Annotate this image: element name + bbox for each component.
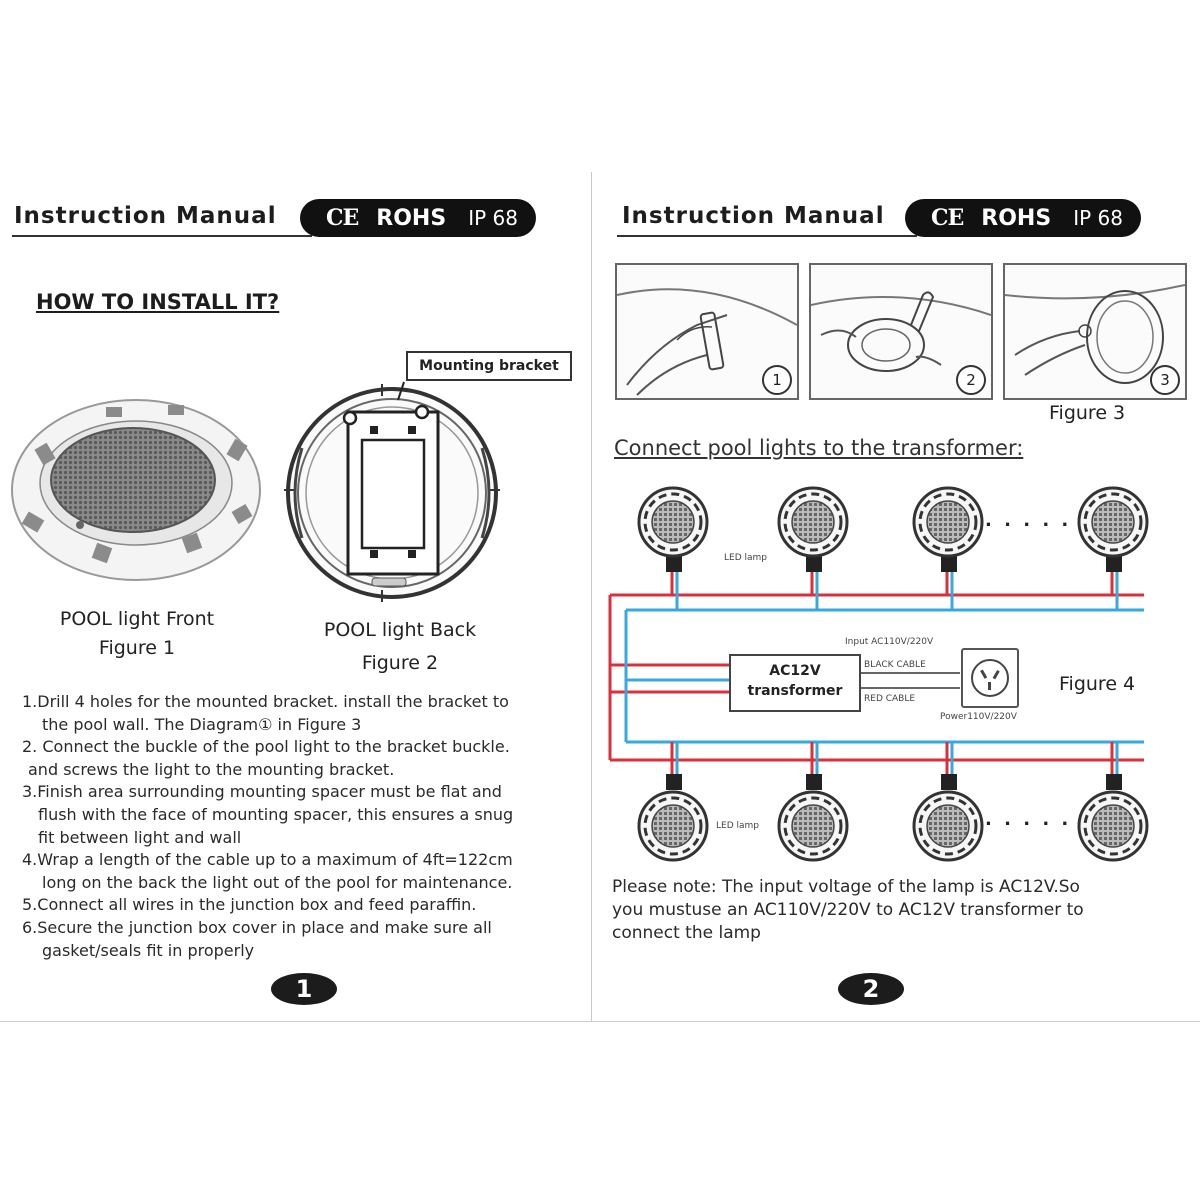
rohs-mark: ROHS bbox=[376, 205, 447, 231]
note-line: connect the lamp bbox=[612, 923, 761, 943]
note-line: Please note: The input voltage of the la… bbox=[612, 877, 1080, 897]
led-lamp-label-top: LED lamp bbox=[724, 553, 767, 563]
figure3-step2-panel: 2 bbox=[809, 263, 993, 400]
figure2-label: Figure 2 bbox=[361, 652, 439, 674]
blue-wires bbox=[624, 608, 1144, 744]
ip-rating: IP 68 bbox=[468, 206, 518, 230]
right-certification-badge: CE ROHS IP 68 bbox=[905, 199, 1141, 237]
input-voltage-label: Input AC110V/220V bbox=[845, 637, 934, 647]
step-line: 6.Secure the junction box cover in place… bbox=[22, 917, 492, 937]
black-cable-label: BLACK CABLE bbox=[864, 660, 926, 670]
transformer-label-2: transformer bbox=[747, 683, 843, 699]
figure3-step1-panel: 1 bbox=[615, 263, 799, 400]
mounting-bracket-label: Mounting bracket bbox=[406, 351, 572, 381]
drill-bracket-illustration bbox=[616, 288, 798, 396]
figure1-label: Figure 1 bbox=[98, 637, 176, 659]
page-divider bbox=[591, 172, 592, 1022]
page-number-1: 1 bbox=[271, 973, 337, 1005]
ip-rating: IP 68 bbox=[1073, 206, 1123, 230]
led-lamp-label-bottom: LED lamp bbox=[716, 821, 759, 831]
step-number-3: 3 bbox=[1150, 365, 1180, 395]
step-line: fit between light and wall bbox=[38, 827, 242, 847]
left-header-title: Instruction Manual bbox=[14, 203, 277, 229]
step-number-1: 1 bbox=[762, 365, 792, 395]
more-lamps-dots-top: . . . . . bbox=[985, 510, 1072, 531]
wiring-diagram bbox=[608, 486, 1149, 862]
red-cable-label: RED CABLE bbox=[864, 694, 916, 704]
right-header-rule bbox=[617, 235, 917, 237]
step-line: 5.Connect all wires in the junction box … bbox=[22, 895, 477, 915]
step-line: 4.Wrap a length of the cable up to a max… bbox=[22, 850, 513, 870]
page-bottom-rule bbox=[0, 1021, 1200, 1022]
step-line: 3.Finish area surrounding mounting space… bbox=[22, 782, 502, 802]
voltage-note: Please note: The input voltage of the la… bbox=[612, 876, 1172, 945]
ce-mark: CE bbox=[931, 205, 964, 231]
step-number-2: 2 bbox=[956, 365, 986, 395]
install-section-title: HOW TO INSTALL IT? bbox=[36, 290, 280, 314]
power-voltage-label: Power110V/220V bbox=[940, 712, 1017, 722]
right-header-title: Instruction Manual bbox=[622, 203, 885, 229]
page-number-2: 2 bbox=[838, 973, 904, 1005]
ac12v-transformer: AC12V transformer bbox=[729, 654, 861, 712]
step-line: 1.Drill 4 holes for the mounted bracket.… bbox=[22, 692, 509, 711]
figure3-caption: Figure 3 bbox=[1049, 402, 1126, 424]
secure-light-illustration bbox=[1004, 284, 1186, 384]
figure4-caption: Figure 4 bbox=[1059, 673, 1136, 695]
rohs-mark: ROHS bbox=[981, 205, 1052, 231]
figure3-step3-panel: 3 bbox=[1003, 263, 1187, 400]
transformer-label-1: AC12V bbox=[769, 663, 821, 679]
connect-section-title: Connect pool lights to the transformer: bbox=[614, 436, 1024, 460]
ce-mark: CE bbox=[326, 205, 359, 231]
install-steps: 1.Drill 4 holes for the mounted bracket.… bbox=[22, 691, 582, 962]
step-line: and screws the light to the mounting bra… bbox=[28, 759, 395, 779]
left-header-rule bbox=[12, 235, 312, 237]
left-certification-badge: CE ROHS IP 68 bbox=[300, 199, 536, 237]
red-wires bbox=[608, 593, 1144, 762]
step-line: gasket/seals fit in properly bbox=[42, 940, 255, 960]
more-lamps-dots-bottom: . . . . . bbox=[985, 809, 1072, 830]
step-line: the pool wall. The Diagram① in Figure 3 bbox=[42, 714, 362, 734]
power-socket-icon bbox=[961, 648, 1019, 708]
attach-light-illustration bbox=[810, 291, 992, 372]
pool-light-back-illustration bbox=[284, 381, 500, 602]
step-line: flush with the face of mounting spacer, … bbox=[38, 804, 514, 824]
figure1-title: POOL light Front bbox=[59, 608, 215, 630]
figure1-caption: POOL light Front Figure 1 bbox=[24, 605, 250, 663]
figure2-title: POOL light Back bbox=[323, 619, 477, 641]
figure2-caption: POOL light Back Figure 2 bbox=[290, 616, 510, 678]
pool-light-front-illustration bbox=[11, 399, 261, 581]
step-line: long on the back the light out of the po… bbox=[42, 872, 513, 892]
step-line: 2. Connect the buckle of the pool light … bbox=[22, 737, 510, 757]
note-line: you mustuse an AC110V/220V to AC12V tran… bbox=[612, 900, 1084, 920]
